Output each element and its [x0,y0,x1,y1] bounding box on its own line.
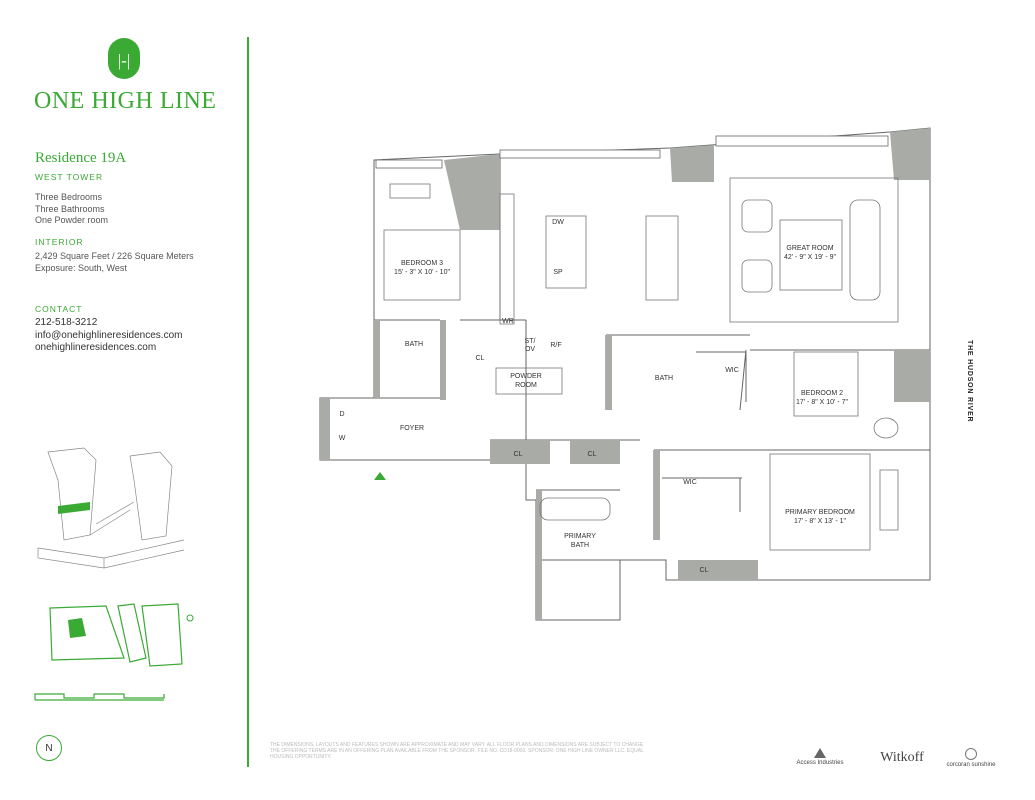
room-label: PRIMARY [564,533,596,540]
room-label: CL [588,451,597,458]
room-label: POWDER [510,373,542,380]
interior-info: 2,429 Square Feet / 226 Square Meters Ex… [35,251,194,274]
contact-info: 212-518-3212 info@onehighlineresidences.… [35,317,182,355]
room-label: WR [502,318,514,325]
building-diagram [37,447,185,569]
room-label: WIC [683,479,697,486]
north-compass: N [36,735,62,761]
room-label: D [339,411,344,418]
room-label: BEDROOM 2 [801,390,843,397]
legal-disclaimer: THE DIMENSIONS, LAYOUTS AND FEATURES SHO… [270,742,645,760]
partner-logo-access: Access Industries [790,748,850,766]
room-summary-line: Three Bedrooms [35,192,103,202]
room-label: CL [476,355,485,362]
room-summary-line: Three Bathrooms [35,203,105,214]
room-label: BATH [571,542,589,549]
room-label: CL [514,451,523,458]
partner-name: corcoran sunshine [946,762,996,768]
room-label: W [339,435,346,442]
svg-text:|‑|: |‑| [118,51,130,70]
website-link[interactable]: onehighlineresidences.com [35,342,157,353]
room-label: ST/ [525,338,536,345]
room-label: OV [525,346,535,353]
room-label: WIC [725,367,739,374]
circle-logo-icon [965,748,977,760]
info-sidebar: |‑| ONE HIGH LINE Residence 19A WEST TOW… [0,0,248,800]
partner-logo-witkoff: Witkoff [880,750,924,765]
area-text: 2,429 Square Feet / 226 Square Meters [35,251,194,261]
room-dim: 17' - 8" X 13' - 1" [794,518,847,525]
room-summary-line: One Powder room [35,215,109,225]
phone-link[interactable]: 212-518-3212 [35,317,98,328]
email-link[interactable]: info@onehighlineresidences.com [35,329,183,341]
floor-plan: BEDROOM 3 15' - 3" X 10' - 10" GREAT ROO… [319,127,931,621]
residence-title: Residence 19A [35,150,127,166]
partner-name: Access Industries [796,760,844,766]
room-dim: 42' - 9" X 19' - 9" [784,254,837,261]
room-label: BATH [655,375,673,382]
room-label: PRIMARY BEDROOM [785,509,855,516]
logo-icon: |‑| [108,38,140,79]
divider-line [247,37,249,767]
contact-label: CONTACT [35,304,83,314]
north-label: N [45,742,53,754]
room-label: CL [700,567,709,574]
scale-bar [34,693,165,701]
room-dim: 15' - 3" X 10' - 10" [394,269,450,276]
site-map [49,603,194,667]
room-label: SP [553,269,563,276]
tower-name: WEST TOWER [35,172,104,182]
wall-fills [320,128,930,620]
interior-label: INTERIOR [35,237,84,247]
partner-logo-corcoran: corcoran sunshine [938,748,1004,768]
room-dim: 17' - 8" X 10' - 7" [796,399,849,406]
room-label: DW [552,219,564,226]
exposure-text: Exposure: South, West [35,262,127,273]
room-label: R/F [550,342,561,349]
triangle-icon [814,748,826,758]
room-label: BEDROOM 3 [401,260,443,267]
room-label: ROOM [515,382,537,389]
room-summary: Three Bedrooms Three Bathrooms One Powde… [35,192,108,227]
brand-name: ONE HIGH LINE [34,88,217,114]
room-label: BATH [405,341,423,348]
room-label: FOYER [400,425,424,432]
river-label: THE HUDSON RIVER [966,340,973,423]
room-label: GREAT ROOM [786,245,833,252]
